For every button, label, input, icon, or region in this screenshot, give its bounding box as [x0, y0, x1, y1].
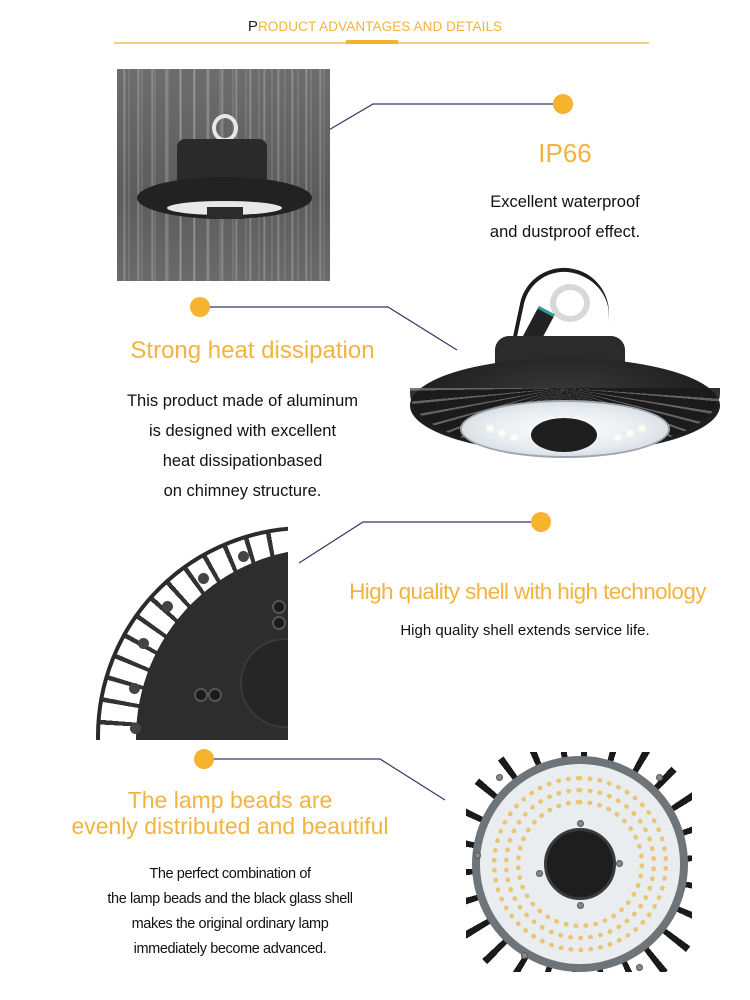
- callout-dot-shell: [531, 512, 551, 532]
- section-title-rest: RODUCT ADVANTAGES AND DETAILS: [257, 19, 503, 34]
- desc-line: High quality shell extends service life.: [400, 622, 650, 639]
- led-ring-outer: [492, 776, 668, 952]
- fin-bump: [162, 601, 173, 612]
- title-line: The lamp beads are: [127, 787, 333, 813]
- feature-title-shell: High quality shell with high technology: [349, 579, 706, 604]
- beads-center-hub-shape: [544, 828, 616, 900]
- callout-dot-heat: [190, 297, 210, 317]
- led-bead: [487, 426, 493, 431]
- fin-bump: [238, 551, 249, 562]
- callout-dot-beads: [194, 749, 214, 769]
- desc-line: the lamp beads and the black glass shell: [107, 891, 353, 907]
- led-bead: [615, 435, 621, 440]
- lamp-in-rain-photo: [117, 69, 330, 281]
- desc-line: The perfect combination of: [149, 866, 311, 882]
- fin-bump: [129, 683, 140, 694]
- fin-bump: [138, 638, 149, 649]
- feature-desc-shell: High quality shell extends service life.: [370, 616, 680, 646]
- feature-title-heat: Strong heat dissipation: [130, 337, 375, 364]
- led-beads-closeup-photo: [466, 752, 692, 972]
- feature-desc-ip66: Excellent waterproof and dustproof effec…: [465, 187, 665, 247]
- feature-desc-heat: This product made of aluminum is designe…: [100, 386, 385, 506]
- fin-screw-hole: [194, 688, 208, 702]
- desc-line: is designed with excellent: [148, 422, 337, 440]
- lamp-hook-shape: [550, 284, 590, 322]
- feature-title-ip66: IP66: [538, 138, 592, 168]
- desc-line: makes the original ordinary lamp: [131, 916, 329, 932]
- screw-shape: [474, 852, 481, 859]
- screw-shape: [496, 774, 503, 781]
- fin-screw-hole: [208, 688, 222, 702]
- screw-shape: [656, 774, 663, 781]
- lamp-hook-shape: [212, 114, 238, 142]
- lamp-with-cable-photo: [405, 259, 725, 458]
- desc-line: immediately become advanced.: [133, 941, 327, 957]
- desc-line: on chimney structure.: [163, 482, 322, 500]
- desc-line: heat dissipationbased: [162, 452, 323, 470]
- led-ring-inner: [516, 800, 644, 928]
- feature-title-beads: The lamp beads are evenly distributed an…: [40, 787, 420, 839]
- screw-shape: [577, 902, 584, 909]
- led-ring-middle: [504, 788, 656, 940]
- fin-bump: [198, 573, 209, 584]
- lamp-center-shape: [531, 418, 597, 452]
- fin-bump: [130, 723, 141, 734]
- screw-shape: [536, 870, 543, 877]
- desc-line: and dustproof effect.: [489, 223, 641, 241]
- led-bead: [511, 435, 517, 440]
- title-line: evenly distributed and beautiful: [71, 813, 389, 839]
- heatsink-fins-closeup-photo: [90, 518, 288, 740]
- section-title-first-letter: P: [247, 18, 258, 35]
- fin-screw-hole: [272, 616, 286, 630]
- lamp-driver-shape: [177, 139, 267, 184]
- feature-desc-beads: The perfect combination of the lamp bead…: [80, 862, 380, 962]
- screw-shape: [521, 952, 528, 959]
- section-title: PRODUCT ADVANTAGES AND DETAILS: [0, 18, 750, 35]
- led-bead: [627, 431, 633, 436]
- led-bead: [639, 426, 645, 431]
- desc-line: This product made of aluminum: [126, 392, 359, 410]
- desc-line: Excellent waterproof: [490, 193, 640, 211]
- lamp-center-shape: [207, 207, 243, 219]
- screw-shape: [616, 860, 623, 867]
- fin-screw-hole: [272, 600, 286, 614]
- callout-dot-ip66: [553, 94, 573, 114]
- screw-shape: [577, 820, 584, 827]
- led-bead: [499, 431, 505, 436]
- screw-shape: [636, 964, 643, 971]
- header-divider-accent: [346, 40, 398, 44]
